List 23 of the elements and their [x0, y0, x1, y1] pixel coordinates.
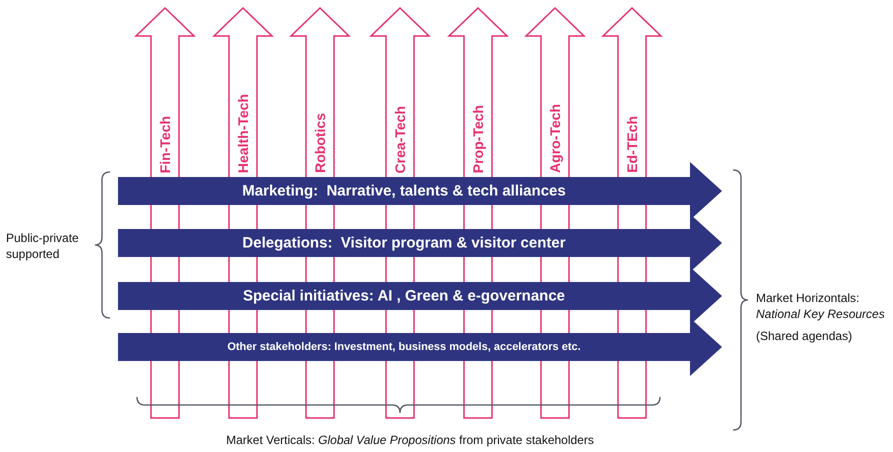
category-label: Crea-Tech	[391, 106, 409, 173]
row-label: Marketing: Narrative, talents & tech alliances	[241, 182, 567, 200]
category-label: Fin-Tech	[156, 116, 174, 173]
annotation-text: Public-private supported	[6, 230, 80, 262]
annotation-text: Market Horizontals: National Key Resources	[756, 290, 886, 322]
row-label: Special initiatives: AI , Green & e-governance	[242, 288, 566, 304]
pillar-banner	[214, 8, 272, 175]
category-label: Ed-TEch	[623, 116, 641, 173]
pillar-banner	[603, 8, 661, 175]
category-label: Robotics	[311, 113, 329, 173]
category-label: Health-Tech	[234, 94, 252, 173]
category-label: Agro-Tech	[546, 104, 564, 173]
row-label: Other stakeholders: Investment, business models, accelerators etc.	[226, 341, 582, 353]
pillar-banner	[136, 8, 194, 175]
row-label: Delegations: Visitor program & visitor center	[241, 234, 567, 252]
pillar-banner	[371, 8, 429, 175]
pillar-banner	[526, 8, 584, 175]
category-label: Prop-Tech	[469, 104, 487, 173]
pillar-banner	[449, 8, 507, 175]
row-banner	[118, 214, 722, 272]
annotation-text: Market Verticals: Global Value Propositions from private stakeholders	[225, 432, 595, 448]
pillar-banner	[291, 8, 349, 175]
annotation-text: (Shared agendas)	[756, 328, 854, 344]
